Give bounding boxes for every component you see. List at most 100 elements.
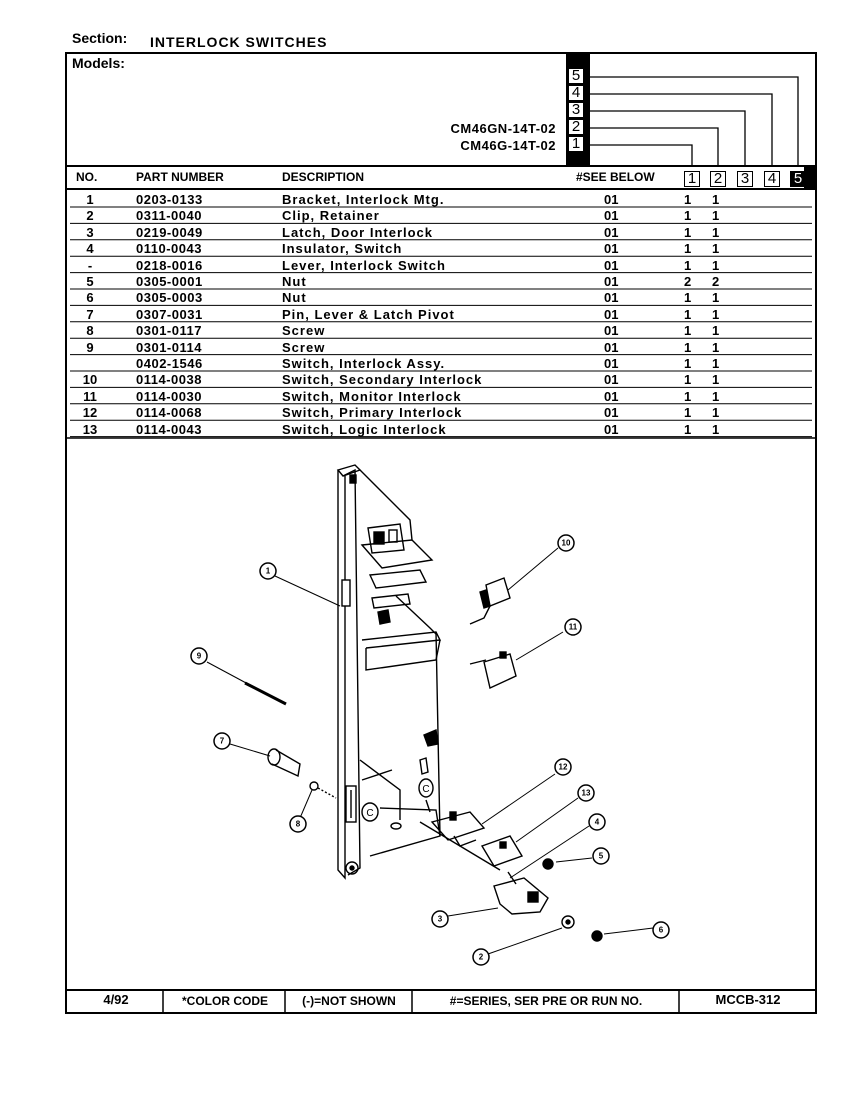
part-number: 0114-0043 (136, 421, 202, 437)
row-number: 3 (86, 224, 94, 240)
description: Nut (282, 274, 307, 289)
model-2-qty: 1 (712, 257, 720, 273)
description: Switch, Logic Interlock (282, 421, 447, 437)
callout-label: 13 (582, 789, 591, 798)
header-no: NO. (76, 170, 98, 184)
callout-leaders (206, 547, 654, 955)
row-number: 10 (82, 372, 98, 388)
see-below-code: 01 (604, 323, 619, 339)
callout-circle (213, 732, 231, 750)
model-2-qty: 1 (712, 224, 720, 240)
description: Bracket, Interlock Mtg. (282, 192, 445, 207)
description: Pin, Lever & Latch Pivot (282, 306, 455, 322)
row-number: 2 (86, 208, 94, 224)
header-model-3: 3 (737, 171, 753, 187)
callout-circle (557, 534, 575, 552)
model-2-qty: 1 (712, 372, 720, 388)
model-column-1-label: 1 (568, 136, 584, 152)
part-number: 0305-0003 (136, 290, 203, 306)
model-column-4-label: 4 (568, 85, 584, 101)
callout-label: 9 (197, 652, 202, 661)
callout-label: 3 (438, 915, 443, 924)
model-column-5-label: 5 (568, 68, 584, 84)
model-2-qty: 1 (712, 339, 720, 355)
callout-label: 1 (266, 567, 271, 576)
model-1-qty: 1 (684, 405, 692, 421)
callout-label: 8 (296, 820, 301, 829)
row-number: 5 (86, 274, 94, 289)
description: Clip, Retainer (282, 208, 380, 224)
callout-circle (190, 647, 208, 665)
svg-text:C: C (366, 808, 373, 819)
callout-circle (431, 910, 449, 928)
see-below-code: 01 (604, 405, 619, 421)
parts-sheet-frame (65, 52, 817, 1014)
callout-circle (472, 948, 490, 966)
row-number: 1 (86, 192, 94, 207)
model-1-qty: 1 (684, 421, 692, 437)
part-number: 0311-0040 (136, 208, 202, 224)
header-model-5: 5 (790, 171, 806, 187)
callout-circle (577, 784, 595, 802)
callout-label: 5 (599, 852, 604, 861)
description: Lever, Interlock Switch (282, 257, 446, 273)
footer-color-code: *COLOR CODE (181, 994, 268, 1008)
description: Nut (282, 290, 307, 306)
part-number: 0301-0117 (136, 323, 202, 339)
footer-series-note: #=SERIES, SER PRE OR RUN NO. (449, 994, 643, 1008)
model-2-qty: 1 (712, 290, 720, 306)
callout-circle (554, 758, 572, 776)
callout-circle (652, 921, 670, 939)
header-description: DESCRIPTION (282, 170, 365, 184)
see-below-code: 01 (604, 306, 619, 322)
model-column-2-label: 2 (568, 119, 584, 135)
see-below-code: 01 (604, 241, 619, 257)
model-1-qty: 1 (684, 339, 692, 355)
section-label: Section: (72, 30, 128, 46)
part-number: 0203-0133 (136, 192, 203, 207)
model-2-qty: 1 (712, 405, 720, 421)
see-below-code: 01 (604, 290, 619, 306)
row-number: 4 (86, 241, 94, 257)
svg-text:C: C (422, 784, 429, 795)
see-below-code: 01 (604, 224, 619, 240)
callout-label: 7 (220, 737, 225, 746)
model-2-qty: 1 (712, 192, 720, 207)
row-number: 11 (83, 388, 97, 404)
part-number: 0307-0031 (136, 306, 203, 322)
callout-circle (588, 813, 606, 831)
model-2-qty: 1 (712, 208, 720, 224)
model-2-qty: 1 (712, 306, 720, 322)
description: Insulator, Switch (282, 241, 403, 257)
model-2-qty: 1 (712, 323, 720, 339)
callout-label: 10 (562, 539, 571, 548)
callout-label: 4 (595, 818, 600, 827)
callout-label: 11 (569, 623, 578, 632)
see-below-code: 01 (604, 372, 619, 388)
loose-parts-drawing (244, 577, 603, 942)
row-number: - (87, 257, 93, 273)
row-number: 9 (86, 339, 94, 355)
part-number: 0114-0030 (136, 388, 202, 404)
callout-circle (592, 847, 610, 865)
model-name-2: CM46GN-14T-02 (450, 121, 556, 136)
callout-label: 12 (559, 763, 568, 772)
see-below-code: 01 (604, 208, 619, 224)
model-2-qty: 1 (712, 388, 720, 404)
model-1-qty: 1 (684, 356, 692, 371)
callout-label: 6 (659, 926, 664, 935)
model-2-qty: 1 (712, 356, 720, 371)
callout-circle (289, 815, 307, 833)
model-1-qty: 1 (684, 323, 692, 339)
